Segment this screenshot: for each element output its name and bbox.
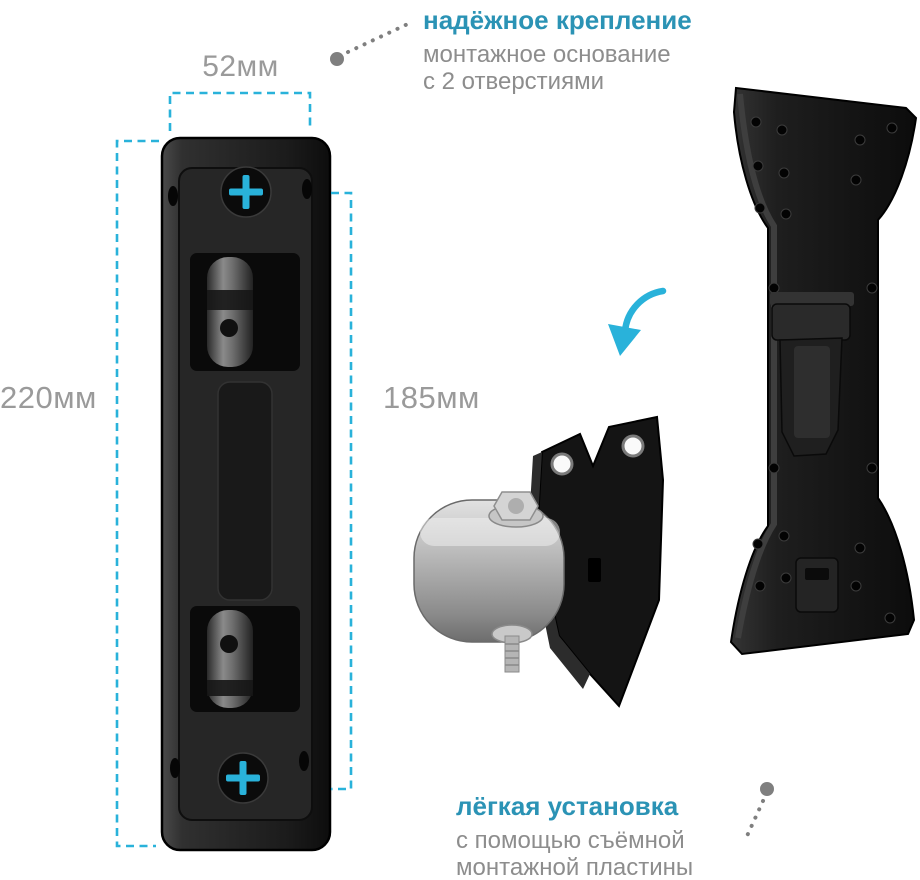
vesa-plate-view — [729, 86, 918, 656]
dimension-label-width: 52мм — [202, 50, 279, 83]
bracket-hinge-top — [190, 253, 300, 371]
dimension-line-width — [168, 91, 312, 131]
screw-hole-top — [220, 166, 272, 218]
plus-icon — [229, 175, 263, 209]
bracket-back-view — [160, 136, 332, 852]
dotted-connector-top — [330, 20, 414, 66]
callout-bottom-title: лёгкая установка — [456, 791, 679, 821]
dimension-line-right-height — [331, 191, 353, 791]
callout-bottom-line-1: с помощью съёмной — [456, 827, 685, 854]
bracket-side-slots — [168, 179, 312, 778]
bracket-hinge-bottom — [190, 606, 300, 712]
callout-bottom: лёгкая установка с помощью съёмной монта… — [456, 791, 693, 880]
dimension-line-left-height — [115, 139, 159, 848]
dimension-label-right-height: 185мм — [383, 380, 480, 415]
callout-top-title: надёжное крепление — [423, 5, 692, 35]
dotted-connector-bottom — [745, 782, 774, 838]
callout-top-line-1: монтажное основание — [423, 41, 671, 68]
plate-holes — [750, 116, 898, 624]
plate-hook — [770, 292, 854, 613]
callout-top: надёжное крепление монтажное основание с… — [423, 5, 692, 95]
screw-hole-bottom — [217, 752, 269, 804]
mount-detail-view — [413, 415, 665, 708]
plate-ear-hole — [621, 434, 645, 458]
plus-icon — [226, 761, 260, 795]
hex-bolt — [488, 491, 544, 528]
clamp-screw — [491, 624, 533, 673]
callout-top-line-2: с 2 отверстиями — [423, 68, 604, 95]
plate-ear-hole — [550, 452, 574, 476]
curved-arrow-icon — [608, 287, 667, 356]
callout-bottom-line-2: монтажной пластины — [456, 854, 694, 880]
dimension-label-left-height: 220мм — [0, 380, 97, 415]
